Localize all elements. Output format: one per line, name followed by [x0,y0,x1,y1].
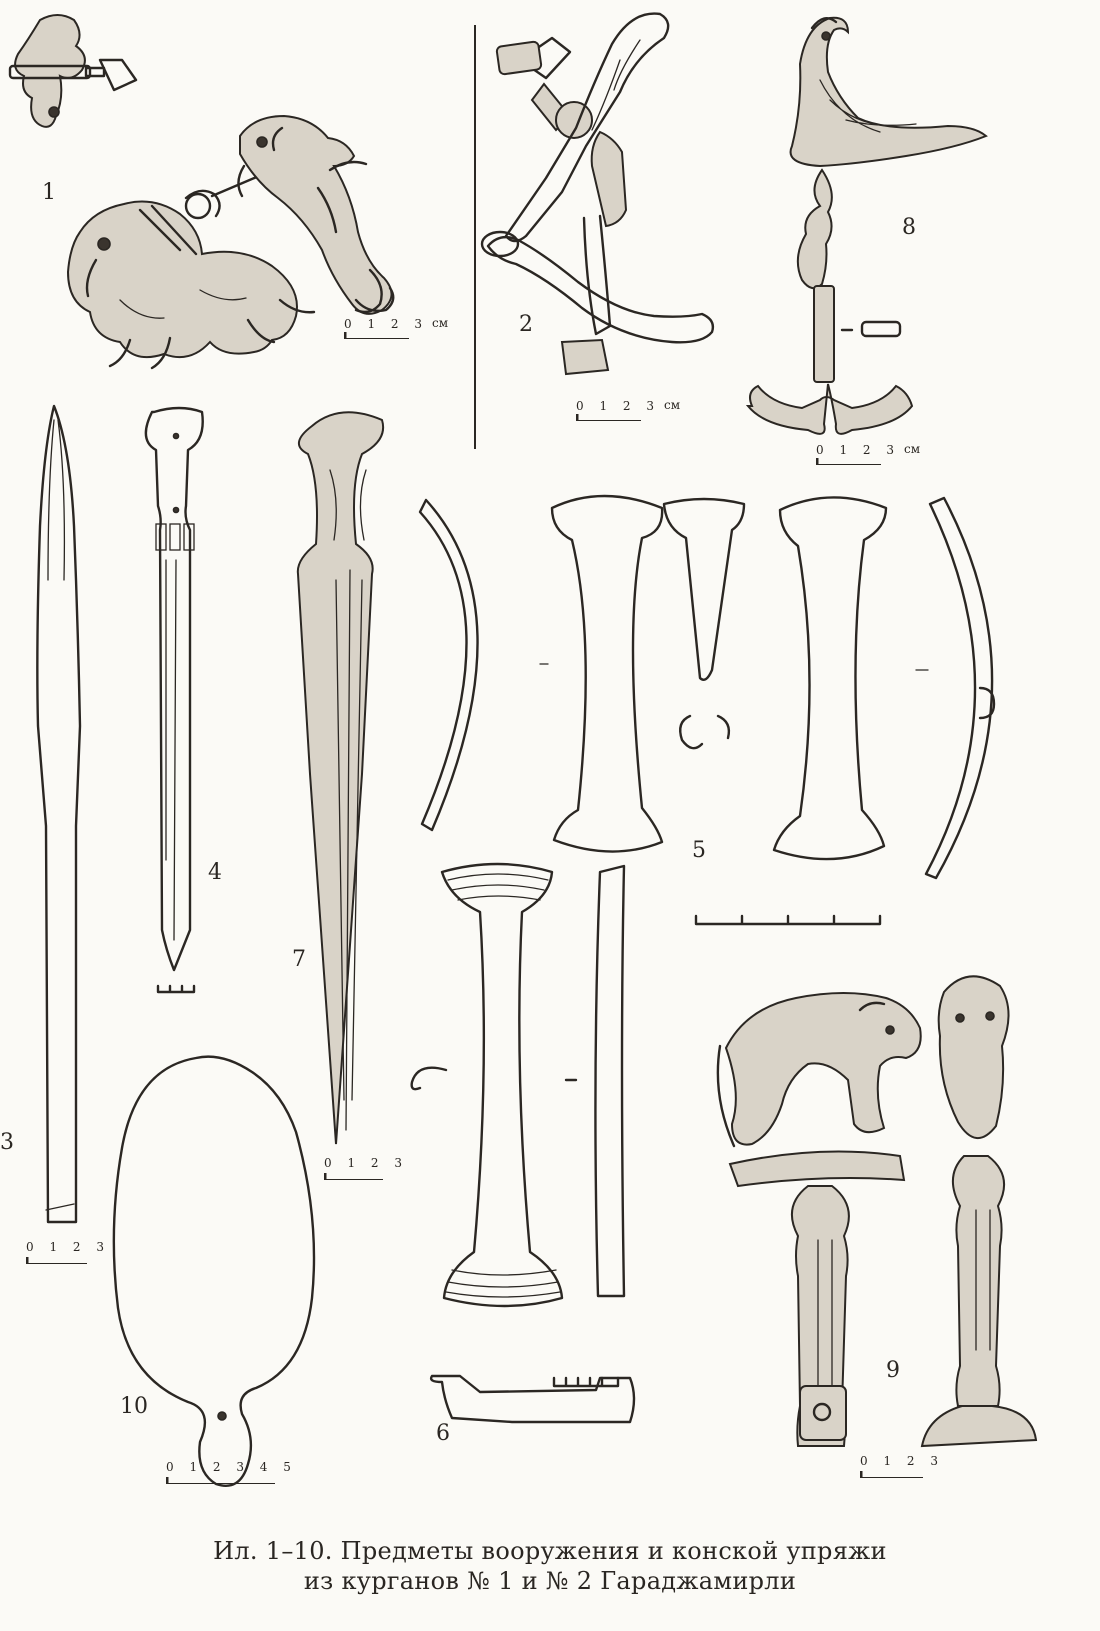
scale-bar-fig7-line [324,1173,383,1180]
scale-bar-fig1: 0 1 2 3 см [344,316,448,339]
scale-bar-fig2-line [576,414,641,421]
fig10-leaf-plate [112,1055,316,1487]
figure-number-10: 10 [120,1394,148,1419]
scale-bar-fig8-ticks: 0 1 2 3 [816,443,900,457]
fig3-spearhead [36,404,82,1224]
scale-bar-fig3-line [26,1257,87,1264]
scale-bar-fig7: 0 1 2 3 [324,1152,408,1180]
fig4-dagger [144,406,204,994]
fig5-handle-fittings [418,494,996,926]
figure-number-1: 1 [42,180,56,205]
scale-bar-fig3-ticks: 0 1 2 3 [26,1240,110,1254]
fig2-cheekpiece-cross [480,12,715,376]
fig8-bird-finial [745,16,988,435]
scale-bar-fig10-ticks: 0 1 2 3 4 5 [166,1460,297,1474]
vertical-divider [474,25,476,449]
scale-bar-fig8-line [816,458,881,465]
figure-number-4: 4 [208,860,222,885]
scale-bar-fig8: 0 1 2 3 см [816,442,920,465]
fig6-ribbed-handle [410,862,636,1424]
fig1-small-bridle-ornament [8,14,138,128]
fig1-animal-cheekpiece [66,114,395,370]
caption-line-2: из курганов № 1 и № 2 Гараджамирли [303,1567,797,1595]
scale-bar-fig9: 0 1 2 3 [860,1450,944,1478]
scale-bar-fig2: 0 1 2 3 см [576,398,680,421]
scale-bar-fig7-ticks: 0 1 2 3 [324,1156,408,1170]
scale-bar-fig9-line [860,1471,923,1478]
figure-caption: Ил. 1–10. Предметы вооружения и конской … [0,1536,1100,1596]
caption-line-1: Ил. 1–10. Предметы вооружения и конской … [213,1537,887,1565]
scale-bar-fig1-line [344,332,409,339]
scale-bar-fig3: 0 1 2 3 [26,1236,110,1264]
figure-number-9: 9 [886,1358,900,1383]
scale-bar-fig2-ticks: 0 1 2 3 [576,399,660,413]
figure-number-8: 8 [902,215,916,240]
figure-number-2: 2 [519,312,533,337]
scale-bar-fig1-ticks: 0 1 2 3 [344,317,428,331]
scale-bar-fig2-unit: см [663,398,681,412]
scale-bar-fig9-ticks: 0 1 2 3 [860,1454,944,1468]
fig7-dagger [296,411,384,1145]
fig9-feline-finials [716,975,1038,1448]
figure-number-5: 5 [692,838,706,863]
figure-number-6: 6 [436,1421,450,1446]
scale-bar-fig10-line [166,1477,275,1484]
figure-number-3: 3 [0,1130,14,1155]
figure-number-7: 7 [292,947,306,972]
scale-bar-fig8-unit: см [903,442,921,456]
scale-bar-fig10: 0 1 2 3 4 5 [166,1456,297,1484]
scale-bar-fig1-unit: см [431,316,449,330]
